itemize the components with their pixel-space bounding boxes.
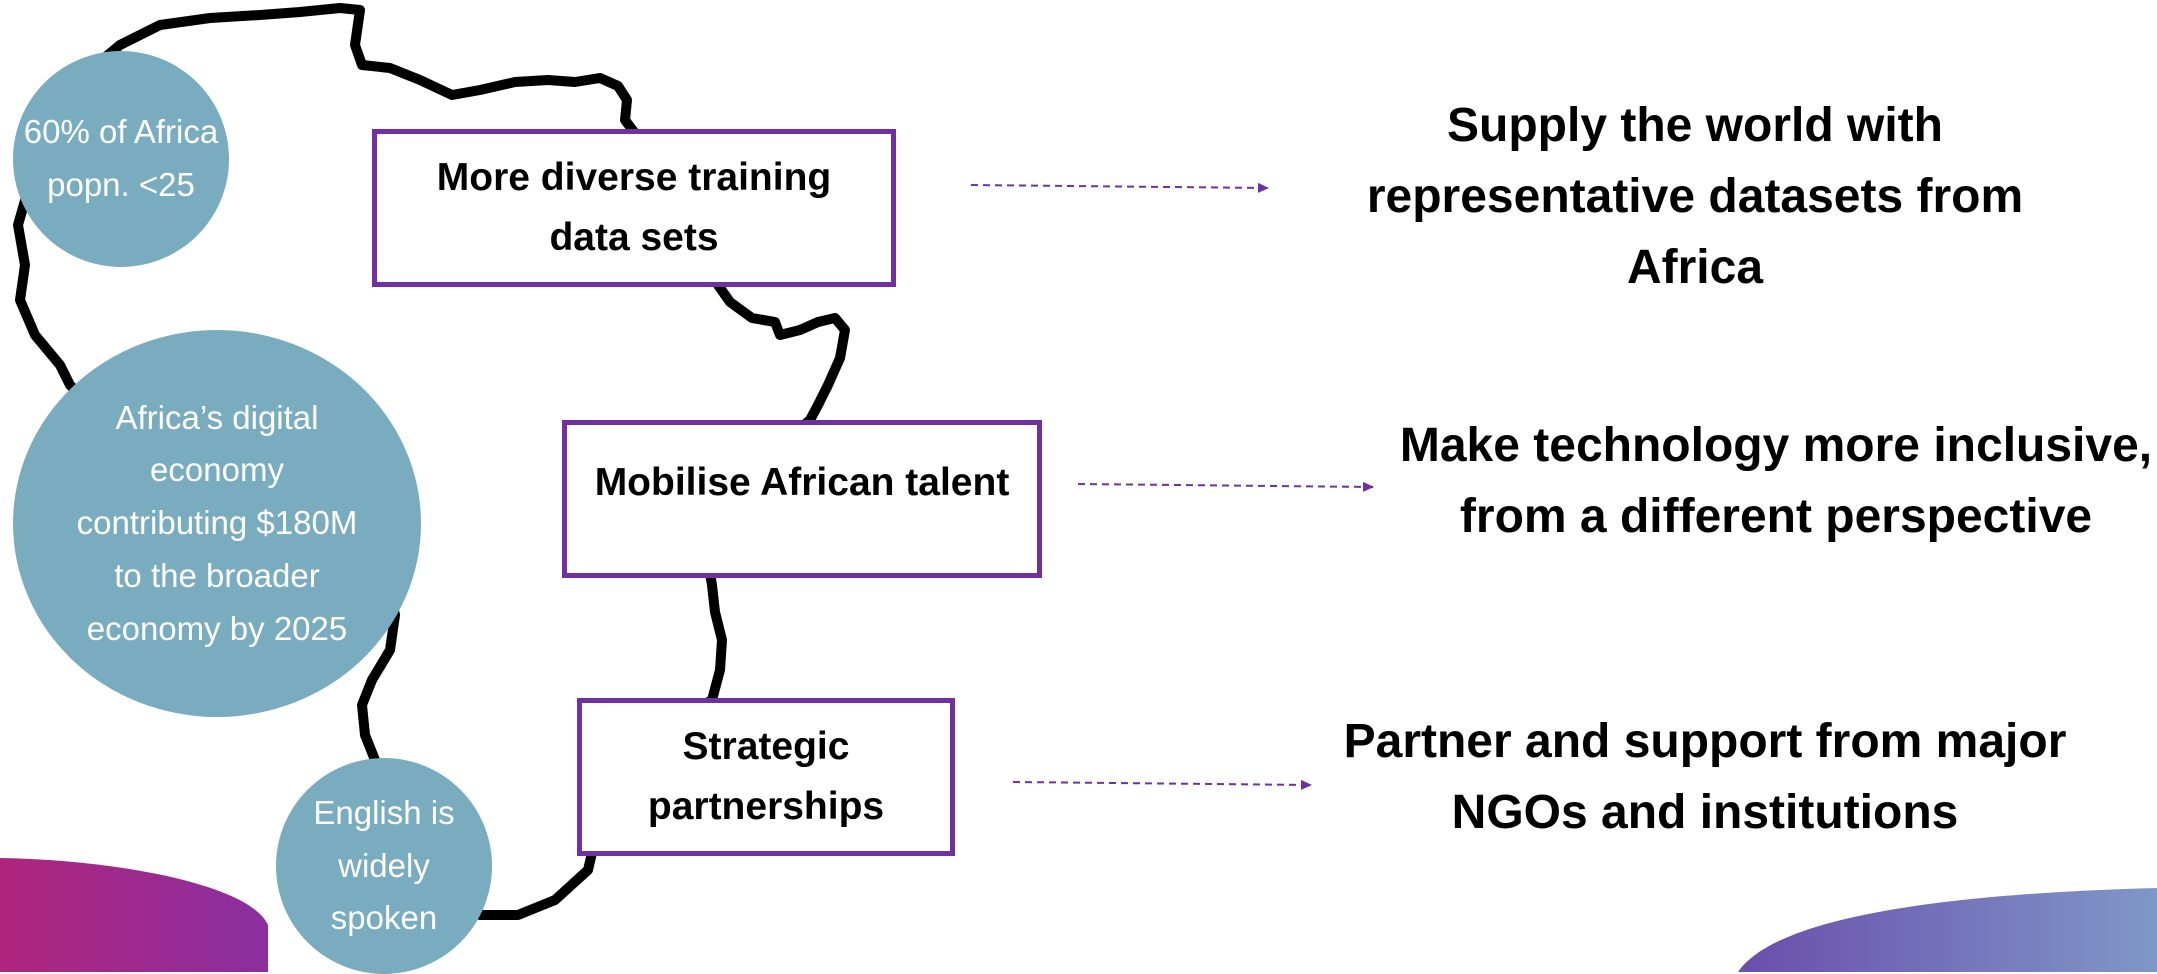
fact-text: 60% of Africa popn. <25: [23, 113, 219, 203]
outcome-partner-support: Partner and support from major NGOs and …: [1330, 706, 2080, 848]
arrow-1: [970, 182, 1269, 193]
fact-text: English is widely spoken: [313, 793, 455, 937]
wave-left: [0, 858, 268, 972]
driver-box-african-talent: Mobilise African talent: [562, 420, 1042, 578]
arrow-2: [1077, 481, 1374, 492]
fact-circle-population: 60% of Africa popn. <25: [13, 51, 229, 267]
driver-label: Mobilise African talent: [594, 461, 1010, 504]
arrow-3: [1012, 779, 1312, 790]
driver-box-training-data: More diverse training data sets: [372, 129, 896, 287]
fact-circle-digital-economy: Africa’s digital economy contributing $1…: [13, 330, 421, 717]
wave-right: [1738, 888, 2157, 972]
outcome-inclusive-technology: Make technology more inclusive, from a d…: [1395, 410, 2157, 552]
outcome-text: Make technology more inclusive, from a d…: [1399, 419, 2153, 544]
fact-text: Africa’s digital economy contributing $1…: [76, 398, 358, 647]
outcome-representative-datasets: Supply the world with representative dat…: [1340, 90, 2050, 303]
fact-circle-english: English is widely spoken: [276, 758, 492, 974]
driver-box-partnerships: Strategic partnerships: [577, 698, 955, 856]
outcome-text: Partner and support from major NGOs and …: [1343, 715, 2067, 840]
driver-label: Strategic partnerships: [647, 724, 885, 828]
driver-label: More diverse training data sets: [436, 155, 832, 259]
outcome-text: Supply the world with representative dat…: [1366, 99, 2024, 295]
